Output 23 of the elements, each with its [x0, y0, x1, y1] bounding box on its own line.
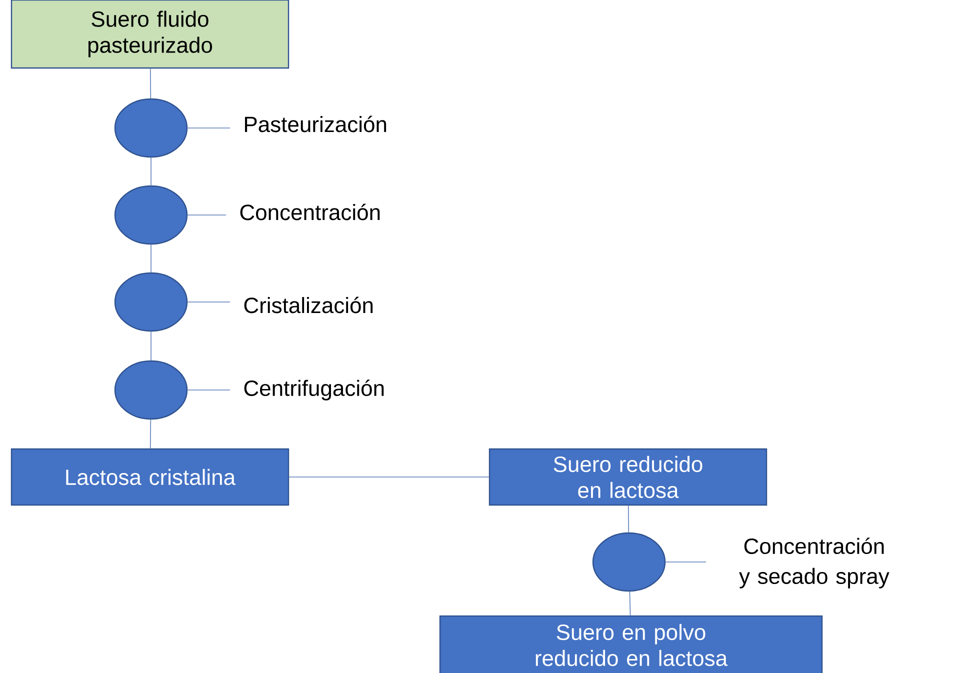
- connector-line: [150, 331, 152, 361]
- step-circle: [114, 272, 188, 332]
- step-label: Centrifugación: [244, 380, 384, 400]
- process-box: Lactosa cristalina: [10, 448, 290, 506]
- connector-line: [628, 505, 630, 533]
- step-circle: [114, 98, 188, 158]
- step-circle: [114, 185, 188, 245]
- process-box: Suero fluido pasteurizado: [10, 0, 290, 69]
- connector-line: [288, 476, 490, 478]
- step-circle: [592, 532, 666, 592]
- connector-line: [187, 214, 226, 216]
- connector-line: [150, 157, 152, 186]
- step-label: Pasteurización: [245, 116, 386, 132]
- connector-line: [150, 419, 152, 449]
- process-box: Suero reducido en lactosa: [488, 448, 768, 506]
- step-label: Concentración: [240, 204, 380, 220]
- connector-line: [150, 244, 152, 273]
- connector-line: [150, 68, 152, 99]
- process-box: Suero en polvo reducido en lactosa: [439, 615, 823, 673]
- step-label: Cristalización: [244, 296, 373, 314]
- step-circle: [114, 360, 188, 420]
- connector-line: [629, 591, 631, 616]
- step-label: Concentración y secado spray: [739, 538, 890, 588]
